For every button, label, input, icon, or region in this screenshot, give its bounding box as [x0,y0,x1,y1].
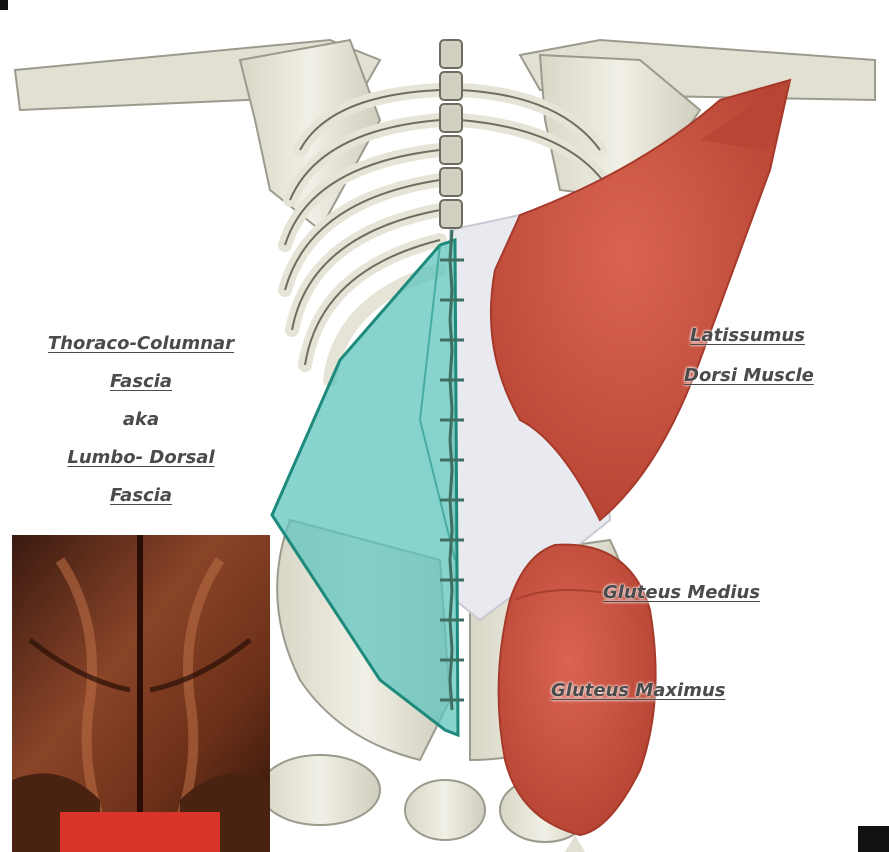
thoraco-columnar-label: Thoraco-Columnar [12,325,270,363]
lumbo-dorsal-label: Lumbo- Dorsal [12,439,270,477]
gluteus-maximus-label: Gluteus Maximus [551,680,726,701]
fascia-label-1: Fascia [12,363,270,401]
dorsi-muscle-label: Dorsi Muscle [684,365,814,386]
gluteus-medius-label: Gluteus Medius [603,582,760,603]
fascia-label-2: Fascia [12,477,270,515]
fascia-label-group: Thoraco-Columnar Fascia aka Lumbo- Dorsa… [12,325,270,515]
latissimus-label: Latissumus [690,325,805,346]
corner-block [858,826,889,852]
aka-label: aka [12,401,270,439]
back-photo-inset [12,535,270,852]
corner-bar [0,0,8,10]
